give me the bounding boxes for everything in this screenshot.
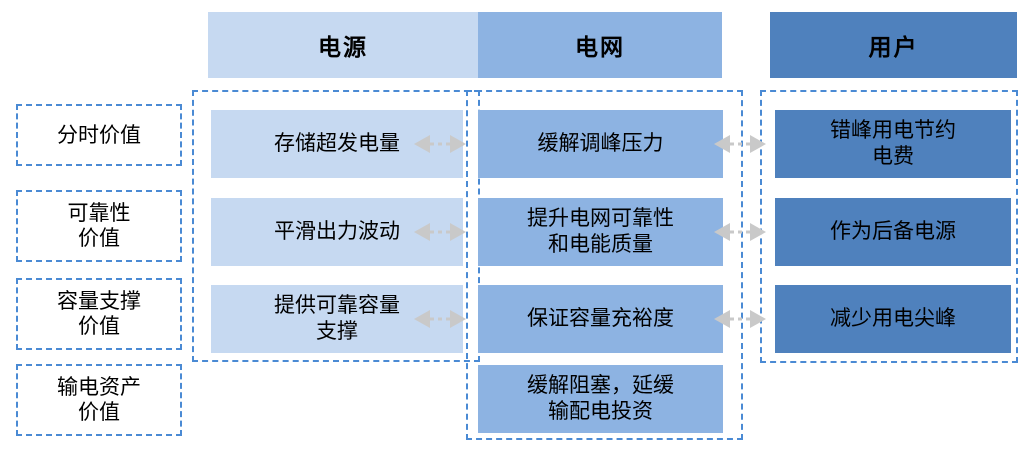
column-header-grid: 电网 [478,12,722,78]
value-label-time-shift: 分时价值 [16,104,182,166]
column-header-grid-label: 电网 [575,35,625,60]
cell-user-2-text: 减少用电尖峰 [830,306,956,331]
cell-grid-0: 缓解调峰压力 [478,110,723,178]
cell-source-0: 存储超发电量 [211,110,463,178]
cell-source-2-text: 提供可靠容量 支撑 [274,293,400,343]
cell-grid-1-text: 提升电网可靠性 和电能质量 [527,206,674,256]
cell-grid-3-text: 缓解阻塞，延缓 输配电投资 [527,373,674,423]
cell-user-0-text: 错峰用电节约 电费 [830,118,956,168]
cell-source-0-text: 存储超发电量 [274,131,400,156]
cell-grid-0-text: 缓解调峰压力 [537,131,664,156]
cell-user-1-text: 作为后备电源 [830,219,956,244]
value-label-reliability: 可靠性 价值 [16,190,182,262]
value-label-time-shift-text: 分时价值 [57,122,141,147]
cell-source-1-text: 平滑出力波动 [274,219,400,244]
cell-user-2: 减少用电尖峰 [775,285,1011,353]
value-label-transmission-asset-text: 输电资产 价值 [57,375,141,424]
value-label-capacity-support-text: 容量支撑 价值 [57,289,141,338]
value-label-transmission-asset: 输电资产 价值 [16,364,182,436]
cell-grid-2: 保证容量充裕度 [478,285,723,353]
cell-grid-1: 提升电网可靠性 和电能质量 [478,198,723,266]
cell-source-2: 提供可靠容量 支撑 [211,285,463,353]
cell-user-1: 作为后备电源 [775,198,1011,266]
value-label-reliability-text: 可靠性 价值 [67,201,131,250]
column-header-user-label: 用户 [868,35,919,60]
cell-grid-3: 缓解阻塞，延缓 输配电投资 [478,365,723,433]
group-container-grid [466,90,743,440]
column-header-source: 电源 [208,12,478,78]
value-label-capacity-support: 容量支撑 价值 [16,278,182,350]
column-header-source-label: 电源 [318,35,368,60]
cell-user-0: 错峰用电节约 电费 [775,110,1011,178]
cell-source-1: 平滑出力波动 [211,198,463,266]
cell-grid-2-text: 保证容量充裕度 [527,306,674,331]
column-header-user: 用户 [770,12,1017,78]
